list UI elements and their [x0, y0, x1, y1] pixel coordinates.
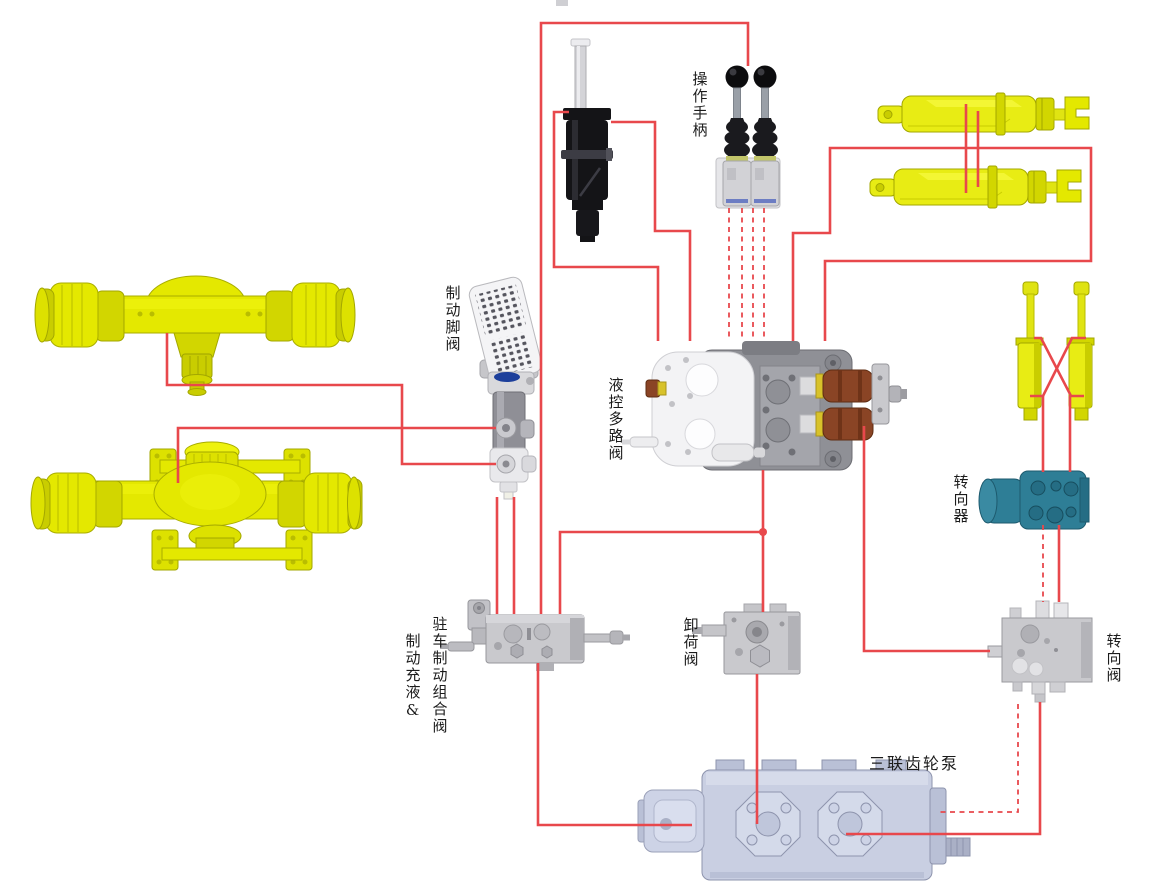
steering-valve [987, 600, 1093, 703]
unloading-valve [692, 603, 801, 675]
triple-gear-pump [637, 759, 971, 881]
label-steering-gear: 转向器 [951, 474, 970, 525]
pipe-steering-cross-2 [1030, 336, 1086, 398]
pipe-combo-valve-to-pump [536, 663, 692, 827]
label-unloading-valve: 卸荷阀 [681, 617, 700, 668]
joystick-left [722, 65, 752, 207]
pipe-steering-valve-return-dashed [938, 704, 1019, 813]
cropped-top-artifact [556, 0, 568, 6]
label-operation-handle: 操作手柄 [690, 71, 709, 139]
pipe-booster-to-multiway [611, 120, 692, 341]
rear-drive-axle [30, 441, 363, 571]
label-parking-brake-combo-valve: 驻车制动组合阀 [430, 616, 449, 735]
joystick-right [750, 65, 780, 207]
label-brake-foot-valve: 制动脚阀 [443, 285, 462, 353]
hydraulic-lines [165, 21, 1093, 836]
pipe-booster-bracket-to-multiway [552, 110, 660, 341]
pilot-multiway-valve [622, 341, 907, 471]
pipe-steering-cross-1 [1034, 336, 1084, 398]
boom-cylinder-upper [877, 92, 1090, 136]
steering-gear [978, 470, 1090, 530]
pipe-multiway-to-steering-valve [862, 426, 990, 653]
label-triple-gear-pump: 三联齿轮泵 [869, 754, 960, 773]
operation-handles [715, 65, 781, 209]
pipe-front-axle-to-foot-valve [165, 333, 496, 466]
brake-pedal [468, 276, 543, 383]
steering-cylinders [1015, 281, 1095, 421]
pipe-combo-valve-to-junction [558, 530, 763, 614]
label-steering-valve: 转向阀 [1104, 633, 1123, 684]
pipe-boom-cylinder-loop [791, 146, 1093, 341]
brake-foot-valve [468, 276, 543, 500]
brake-booster-cylinder [561, 38, 613, 242]
parking-brake-combo-valve [440, 599, 630, 671]
pipe-combo-valve-to-handles [539, 21, 750, 614]
label-brake-fill: 制动充液& [403, 633, 422, 721]
pipe-pump-to-steering-valve [846, 702, 1042, 836]
front-drive-axle [34, 275, 356, 396]
pipe-junction-dot [759, 528, 767, 536]
boom-cylinder-lower [869, 165, 1082, 209]
pipe-rear-axle-to-foot-valve [176, 426, 496, 483]
label-pilot-multiway-valve: 液控多路阀 [606, 377, 625, 462]
